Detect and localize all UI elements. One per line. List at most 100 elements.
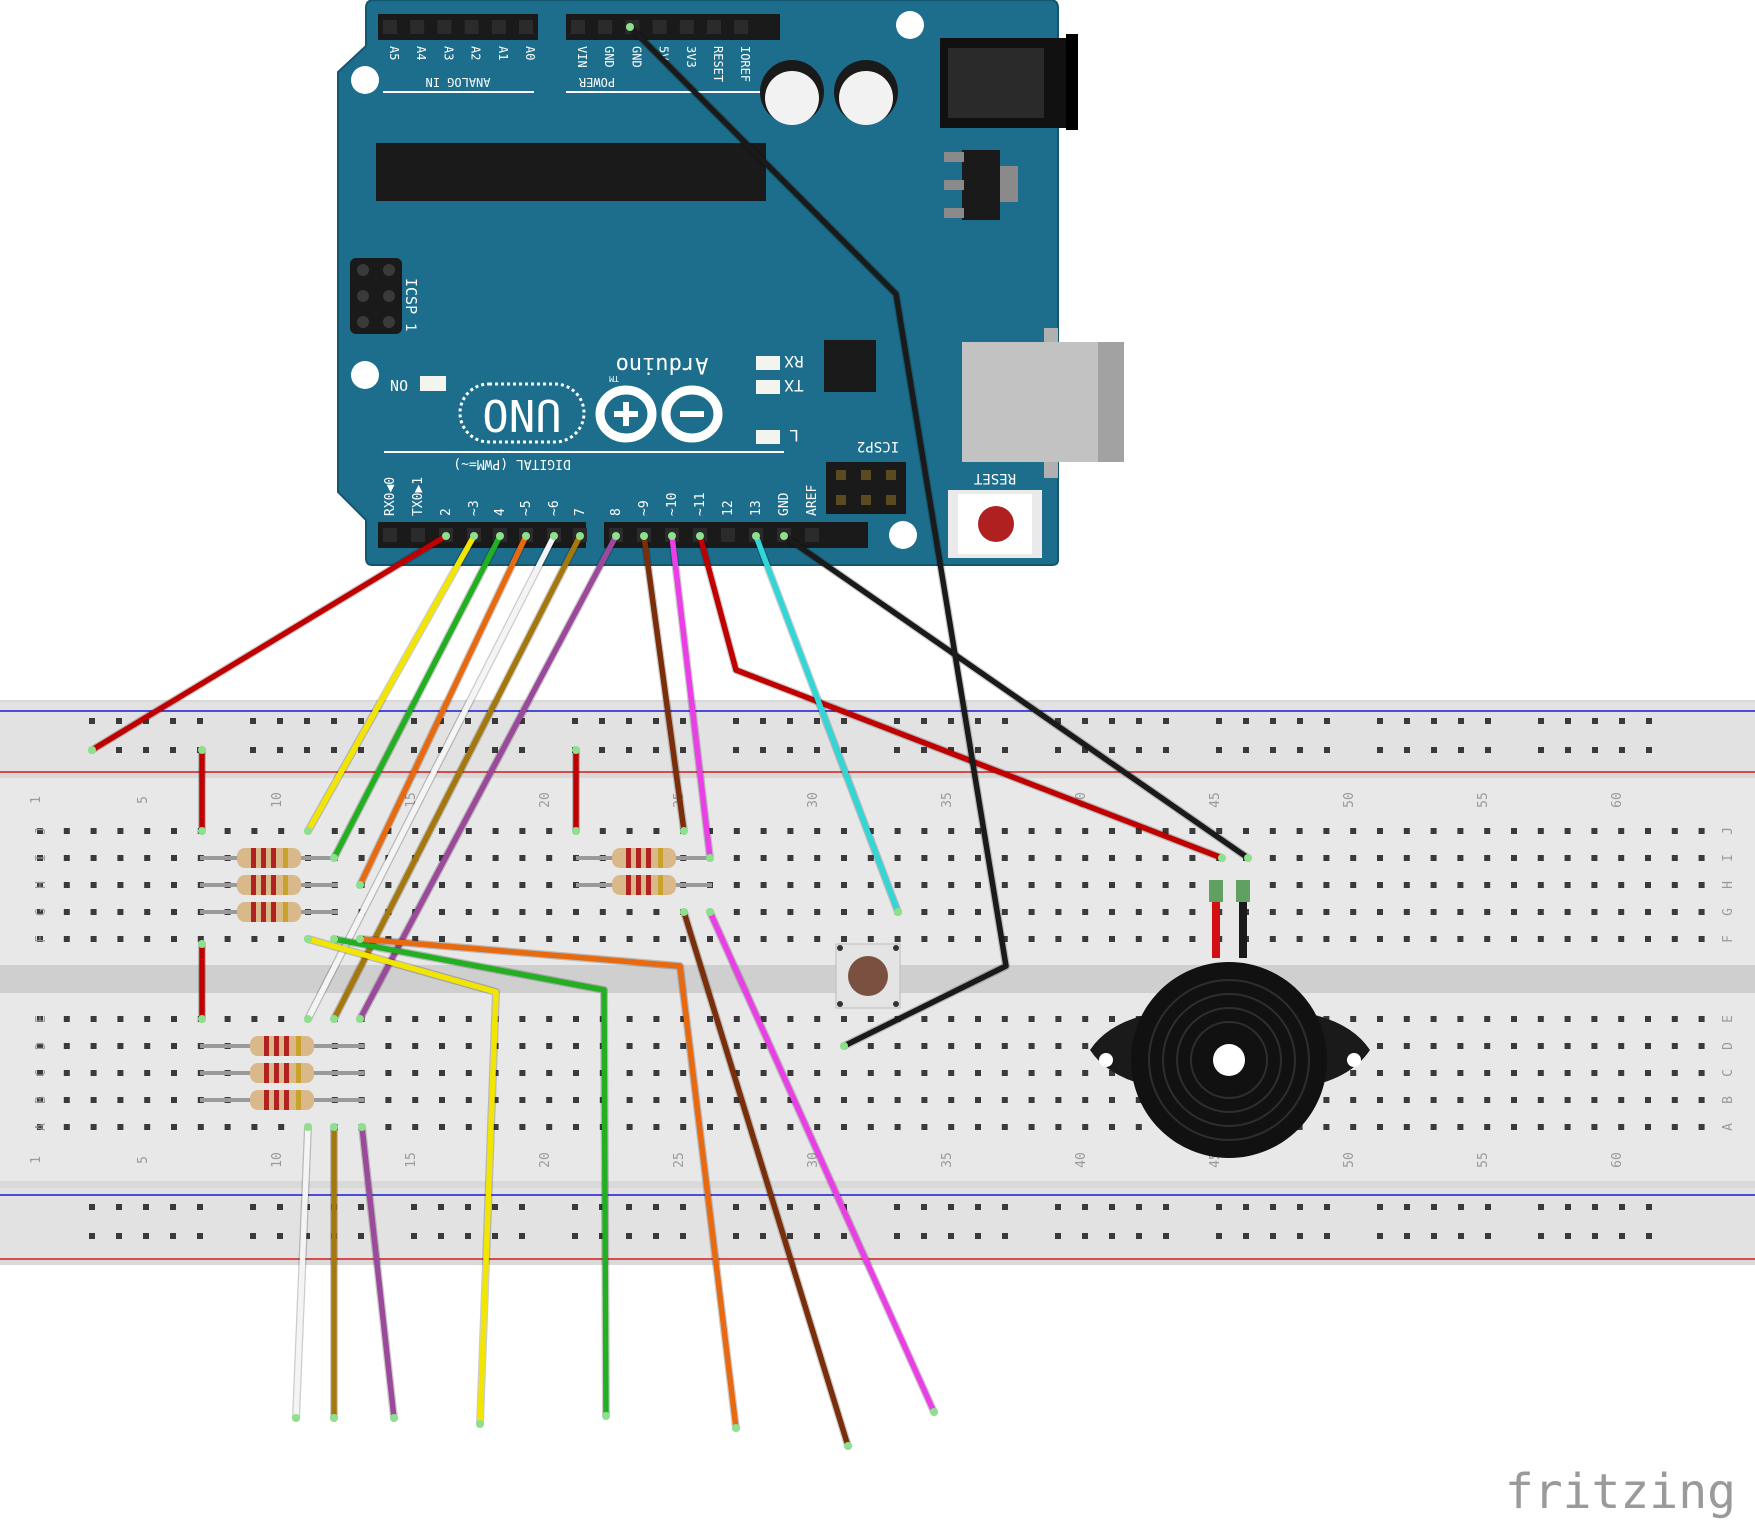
breadboard-hole[interactable] [90,1043,97,1049]
jumper-wire[interactable] [357,936,739,1431]
breadboard-hole[interactable] [760,1043,767,1049]
breadboard-hole[interactable] [787,882,794,888]
breadboard-hole[interactable] [814,1097,821,1103]
breadboard-hole[interactable] [1618,909,1625,915]
breadboard-hole[interactable] [90,828,97,834]
rail-hole[interactable] [787,747,793,753]
rail-hole[interactable] [1109,718,1115,724]
jumper-wire[interactable] [89,533,449,753]
breadboard-hole[interactable] [1001,828,1008,834]
rail-hole[interactable] [492,1204,498,1210]
breadboard-hole[interactable] [492,1097,499,1103]
breadboard-hole[interactable] [278,828,285,834]
rail-hole[interactable] [1458,747,1464,753]
breadboard-hole[interactable] [1296,909,1303,915]
breadboard-hole[interactable] [546,936,553,942]
rail-hole[interactable] [519,1204,525,1210]
breadboard-hole[interactable] [546,909,553,915]
rail-hole[interactable] [411,718,417,724]
breadboard-hole[interactable] [707,1016,713,1022]
rail-hole[interactable] [1538,718,1544,724]
breadboard-hole[interactable] [1377,828,1383,834]
rail-hole[interactable] [438,1233,444,1239]
breadboard-hole[interactable] [948,855,955,861]
breadboard-hole[interactable] [1403,828,1410,834]
breadboard-hole[interactable] [1645,1070,1651,1076]
breadboard-hole[interactable] [1698,855,1705,861]
breadboard-hole[interactable] [626,1070,633,1076]
rail-hole[interactable] [438,1204,444,1210]
breadboard-hole[interactable] [546,882,553,888]
breadboard-hole[interactable] [975,828,981,834]
breadboard-hole[interactable] [1564,1097,1571,1103]
breadboard-hole[interactable] [465,1016,472,1022]
breadboard-hole[interactable] [1591,1124,1598,1130]
breadboard-hole[interactable] [492,936,499,942]
breadboard-hole[interactable] [867,1124,874,1130]
rail-hole[interactable] [1377,1233,1383,1239]
breadboard-hole[interactable] [224,1016,231,1022]
breadboard-hole[interactable] [1511,1043,1517,1049]
breadboard-hole[interactable] [117,936,124,942]
breadboard-hole[interactable] [1109,828,1115,834]
rail-hole[interactable] [1324,747,1330,753]
breadboard-hole[interactable] [1028,1124,1035,1130]
breadboard-hole[interactable] [573,1124,579,1130]
breadboard-hole[interactable] [144,1070,151,1076]
rail-hole[interactable] [787,718,793,724]
rail-hole[interactable] [89,1233,95,1239]
breadboard-hole[interactable] [814,1016,821,1022]
breadboard-hole[interactable] [1698,1043,1705,1049]
breadboard-hole[interactable] [63,936,70,942]
breadboard-hole[interactable] [465,1124,472,1130]
breadboard-hole[interactable] [573,909,579,915]
breadboard-hole[interactable] [171,1070,177,1076]
breadboard-hole[interactable] [894,855,901,861]
rail-hole[interactable] [1458,1233,1464,1239]
breadboard-hole[interactable] [1269,855,1276,861]
rail-hole[interactable] [733,718,739,724]
jumper-wire[interactable] [305,936,499,1427]
rail-hole[interactable] [358,1233,364,1239]
breadboard-hole[interactable] [1082,909,1089,915]
breadboard-hole[interactable] [1645,909,1651,915]
breadboard-hole[interactable] [1269,882,1276,888]
breadboard-hole[interactable] [1082,882,1089,888]
breadboard-hole[interactable] [1109,855,1115,861]
rail-hole[interactable] [143,1233,149,1239]
analog-header[interactable] [378,14,538,40]
breadboard-hole[interactable] [787,855,794,861]
rail-hole[interactable] [1109,747,1115,753]
breadboard-hole[interactable] [867,828,874,834]
breadboard-hole[interactable] [1135,936,1142,942]
rail-hole[interactable] [1538,1233,1544,1239]
breadboard-hole[interactable] [1162,936,1169,942]
breadboard-hole[interactable] [251,936,258,942]
breadboard-hole[interactable] [1269,936,1276,942]
breadboard-hole[interactable] [1135,855,1142,861]
rail-hole[interactable] [1082,1204,1088,1210]
rail-hole[interactable] [1431,1204,1437,1210]
rail-hole[interactable] [733,1233,739,1239]
breadboard-hole[interactable] [1511,1124,1517,1130]
breadboard-hole[interactable] [841,936,847,942]
breadboard-hole[interactable] [1591,1070,1598,1076]
breadboard-hole[interactable] [1511,1097,1517,1103]
rail-hole[interactable] [1297,718,1303,724]
rail-hole[interactable] [1163,1204,1169,1210]
breadboard-hole[interactable] [492,882,499,888]
breadboard-hole[interactable] [63,1124,70,1130]
rail-hole[interactable] [921,1204,927,1210]
breadboard-hole[interactable] [1296,828,1303,834]
breadboard-hole[interactable] [787,909,794,915]
rail-hole[interactable] [143,1204,149,1210]
breadboard-hole[interactable] [1618,1070,1625,1076]
breadboard-hole[interactable] [975,1097,981,1103]
breadboard-hole[interactable] [492,1124,499,1130]
breadboard-hole[interactable] [1162,855,1169,861]
breadboard-hole[interactable] [921,828,928,834]
breadboard-hole[interactable] [1430,1124,1437,1130]
rail-hole[interactable] [680,1204,686,1210]
breadboard-hole[interactable] [733,855,740,861]
breadboard-hole[interactable] [251,1124,258,1130]
